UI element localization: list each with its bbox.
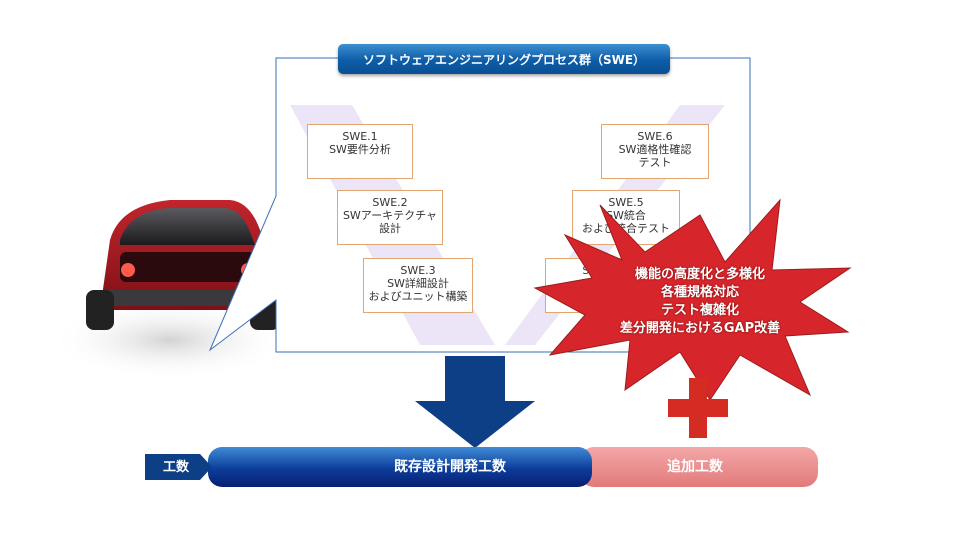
additional-effort-label: 追加工数: [667, 459, 723, 475]
swe-desc: SW統合: [606, 209, 646, 222]
swe-code: SWE.3: [400, 264, 436, 277]
burst-line: テスト複雑化: [660, 303, 739, 318]
burst-line: 各種規格対応: [660, 285, 739, 300]
swe-desc: テスト: [638, 156, 672, 169]
diagram-title: ソフトウェアエンジニアリングプロセス群（SWE）: [338, 44, 670, 74]
swe-code: SWE.6: [637, 130, 673, 143]
swe-desc: SWアーキテクチャ: [342, 209, 438, 222]
burst-line: 差分開発におけるGAP改善: [619, 321, 781, 336]
swe-desc: 設計: [379, 222, 401, 235]
swe-box-3: SWE.3 SW詳細設計 およびユニット構築: [363, 258, 473, 313]
down-arrow-icon: [415, 356, 535, 448]
swe-code: SWE.1: [342, 130, 378, 143]
swe-box-6: SWE.6 SW適格性確認 テスト: [601, 124, 709, 179]
swe-code: SWE.2: [372, 196, 408, 209]
swe-box-1: SWE.1 SW要件分析: [307, 124, 413, 179]
swe-desc: および統合テスト: [582, 222, 670, 235]
plus-icon: [668, 378, 728, 438]
burst-shape: [533, 198, 852, 401]
swe-desc: およびユニット構築: [368, 290, 468, 303]
swe-desc: SW適格性確認: [618, 143, 692, 156]
swe-code: SWE.5: [608, 196, 644, 209]
burst-line: 機能の高度化と多様化: [634, 267, 765, 282]
burst-text: 機能の高度化と多様化 各種規格対応 テスト複雑化 差分開発におけるGAP改善: [585, 266, 815, 338]
effort-bar: [145, 447, 818, 487]
swe-desc: SW詳細設計: [387, 277, 449, 290]
effort-tag: 工数: [162, 460, 189, 475]
existing-effort-label: 既存設計開発工数: [394, 459, 506, 475]
swe-box-2: SWE.2 SWアーキテクチャ 設計: [337, 190, 443, 245]
swe-desc: SW要件分析: [329, 143, 391, 156]
